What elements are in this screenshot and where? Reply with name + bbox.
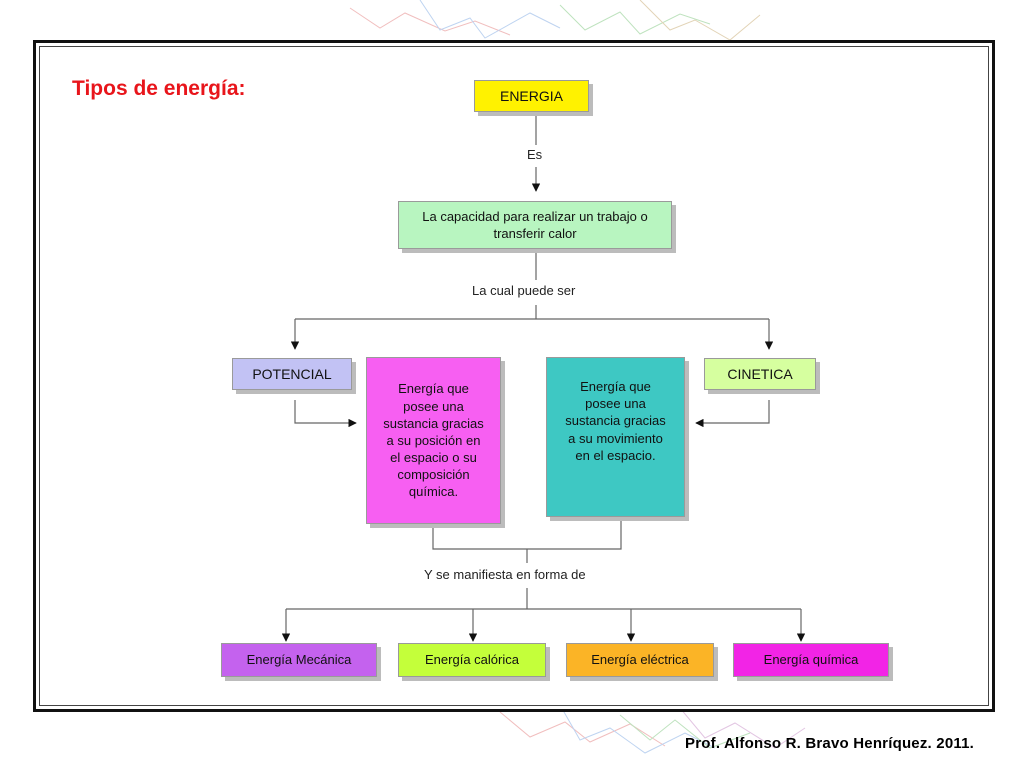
node-energia-calorica: Energía calórica [398, 643, 546, 677]
node-potencial-description: Energía que posee una sustancia gracias … [366, 357, 501, 524]
connector-lines [281, 115, 806, 642]
node-energia-electrica: Energía eléctrica [566, 643, 714, 677]
arrow-cinetica-to-description [695, 400, 770, 428]
link-label-es: Es [523, 147, 547, 162]
slide-title: Tipos de energía: [72, 77, 246, 100]
node-energia-quimica: Energía química [733, 643, 889, 677]
node-potencial: POTENCIAL [232, 358, 352, 390]
node-cinetica: CINETICA [704, 358, 816, 390]
node-energia: ENERGIA [474, 80, 589, 112]
node-definition: La capacidad para realizar un trabajo o … [398, 201, 672, 249]
slide-frame: Tipos de energía: ENERGIA Es La capacida… [33, 40, 995, 712]
slide-footer-author: Prof. Alfonso R. Bravo Henríquez. 2011. [685, 735, 974, 752]
slide-frame-inner-border [39, 46, 989, 706]
node-energia-mecanica: Energía Mecánica [221, 643, 377, 677]
link-label-manifiesta: Y se manifiesta en forma de [420, 567, 590, 582]
arrow-potencial-to-description [294, 400, 357, 428]
node-cinetica-description: Energía que posee una sustancia gracias … [546, 357, 685, 517]
link-label-cual: La cual puede ser [468, 283, 580, 298]
